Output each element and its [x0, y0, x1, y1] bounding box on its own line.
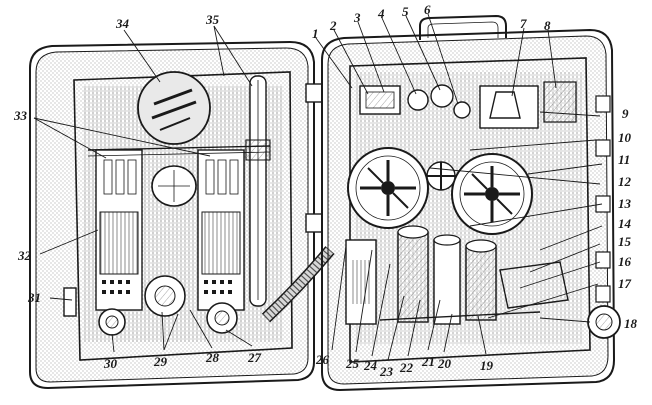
- callout-12: 12: [618, 174, 632, 189]
- side-clips: [595, 95, 611, 303]
- callout-5: 5: [402, 4, 409, 19]
- leader-lines: [33, 13, 603, 361]
- callout-31: 31: [27, 290, 41, 305]
- callout-7: 7: [520, 16, 527, 31]
- callout-23: 23: [379, 364, 394, 379]
- callout-9: 9: [622, 106, 629, 121]
- callout-21: 21: [421, 354, 435, 369]
- left-reel: [347, 147, 429, 229]
- callout-11: 11: [618, 152, 630, 167]
- callout-10: 10: [618, 130, 632, 145]
- side-knob: [587, 305, 621, 339]
- callout-3: 3: [353, 10, 361, 25]
- callout-13: 13: [618, 196, 632, 211]
- callout-28: 28: [205, 350, 220, 365]
- callout-1: 1: [312, 26, 319, 41]
- right-reel: [451, 153, 533, 235]
- lid-dial-gauge: [151, 165, 197, 207]
- lower-mechanism: [345, 225, 569, 325]
- callout-15: 15: [618, 234, 632, 249]
- lid-left-panel: [95, 149, 143, 311]
- callout-18: 18: [624, 316, 638, 331]
- connecting-hose: [261, 246, 335, 323]
- callout-29: 29: [153, 354, 168, 369]
- callout-22: 22: [399, 360, 414, 375]
- callout-34: 34: [115, 16, 130, 31]
- lid-clip-bar: [87, 145, 271, 157]
- callout-27: 27: [247, 350, 262, 365]
- callout-2: 2: [329, 18, 337, 33]
- callout-32: 32: [17, 248, 32, 263]
- callout-33: 33: [13, 108, 28, 123]
- callout-17: 17: [618, 276, 632, 291]
- carry-handle: [419, 14, 507, 40]
- callout-25: 25: [345, 356, 360, 371]
- top-components: [359, 81, 577, 129]
- callout-6: 6: [424, 2, 431, 17]
- callout-26: 26: [315, 352, 330, 367]
- callout-14: 14: [618, 216, 632, 231]
- callout-8: 8: [544, 18, 551, 33]
- callout-20: 20: [437, 356, 452, 371]
- lid-vertical-tube: [245, 75, 271, 307]
- center-cross-wheel: [426, 161, 456, 191]
- callout-labels: 1 2 3 4 5 6 7 8 9 10 11 12 13 14 15 16 1…: [13, 2, 638, 379]
- lid-right-panel: [197, 149, 245, 311]
- mirror: [137, 71, 211, 145]
- callout-19: 19: [480, 358, 494, 373]
- callout-4: 4: [377, 6, 385, 21]
- hinges: [305, 83, 323, 233]
- callout-24: 24: [363, 358, 378, 373]
- lid-knobs: [63, 275, 238, 336]
- callout-30: 30: [103, 356, 118, 371]
- callout-35: 35: [205, 12, 220, 27]
- callout-16: 16: [618, 254, 632, 269]
